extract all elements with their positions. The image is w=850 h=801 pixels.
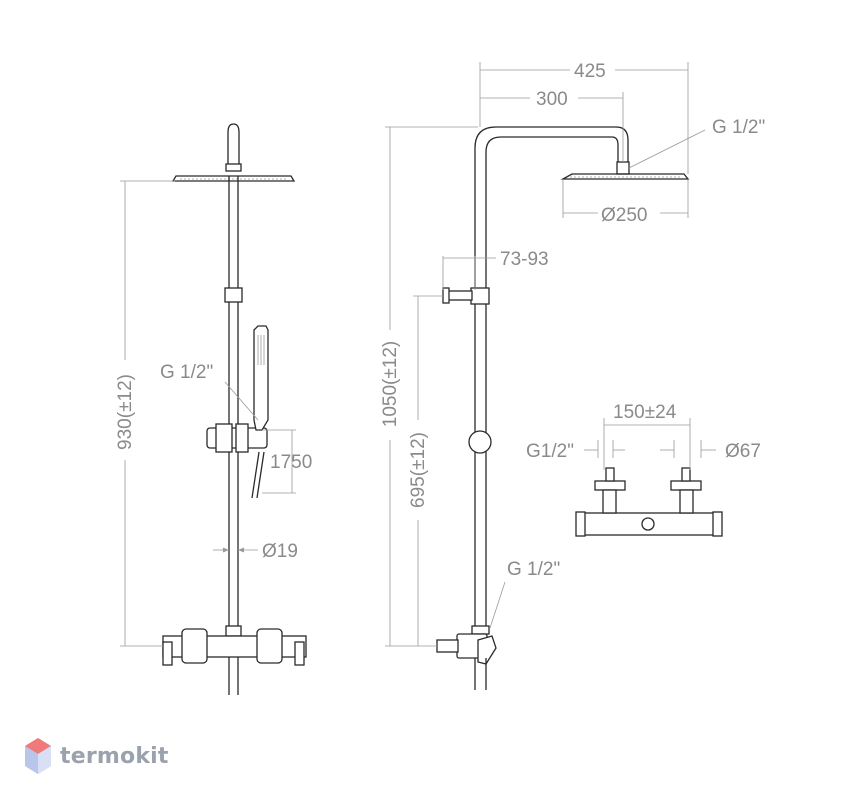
dim-mixer-flange: Ø67 (725, 441, 761, 462)
dim-arm-reach: 300 (536, 89, 568, 110)
hexagon-logo-icon (25, 738, 51, 774)
dim-head-thread: G 1/2" (712, 117, 765, 138)
dim-bottom-thread: G 1/2" (507, 559, 560, 580)
mixer-detail (575, 418, 723, 537)
dim-head-diameter: Ø250 (601, 205, 647, 226)
brand-name: termokit (60, 743, 169, 769)
front-view (120, 123, 307, 695)
dim-arm-width: 425 (574, 61, 606, 82)
dim-hose-length: 1750 (270, 452, 312, 473)
brand-logo: termokit (24, 737, 169, 775)
dim-mixer-spacing: 150±24 (613, 402, 677, 423)
side-view (385, 62, 706, 690)
dim-hand-shower-thread: G 1/2" (160, 362, 213, 383)
dim-side-holder-height: 695(±12) (408, 432, 429, 508)
dim-side-total-height: 1050(±12) (380, 341, 401, 427)
dim-rail-diameter: Ø19 (262, 541, 298, 562)
dim-holder-range: 73-93 (500, 249, 549, 270)
dim-front-height: 930(±12) (115, 374, 136, 450)
dim-mixer-thread: G1/2" (526, 441, 574, 462)
